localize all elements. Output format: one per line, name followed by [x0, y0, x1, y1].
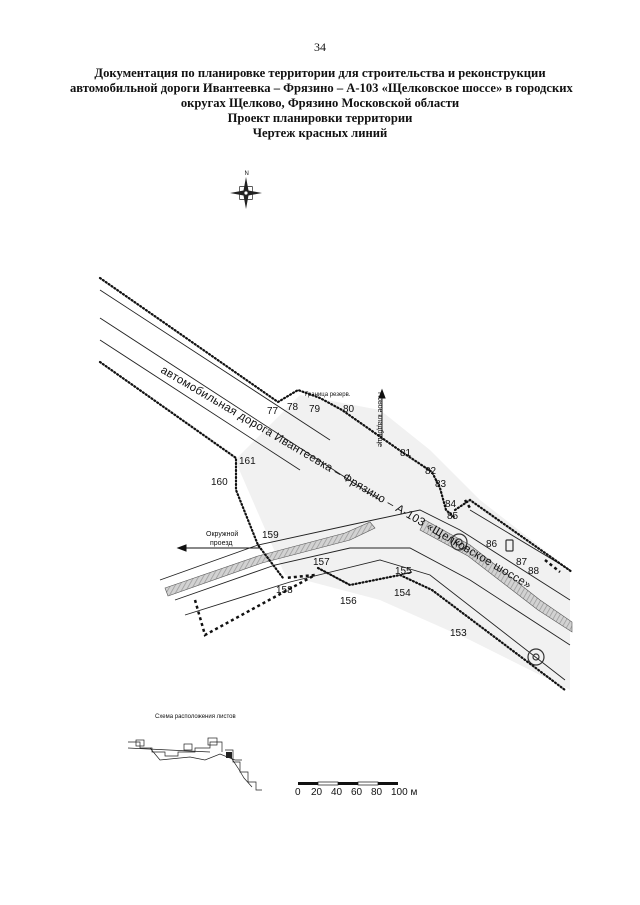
roundabout-icons: [450, 533, 545, 666]
point-158: 158: [276, 585, 293, 596]
point-83: 83: [435, 479, 447, 490]
title-line-4: Проект планировки территории: [227, 111, 413, 125]
document-title: Документация по планировке территории дл…: [70, 66, 573, 141]
point-161: 161: [239, 456, 256, 467]
scale-tick-0: 0: [295, 787, 301, 798]
title-line-2: автомобильной дороги Ивантеевка – Фрязин…: [70, 81, 573, 95]
point-78: 78: [287, 402, 299, 413]
road-edges: [99, 289, 571, 681]
point-77: 77: [267, 406, 279, 417]
ring-road-label-1: Окружной: [206, 530, 238, 538]
point-79: 79: [309, 404, 321, 415]
road-hatch-strip-east: [419, 519, 573, 633]
point-86: 86: [486, 539, 498, 550]
point-154: 154: [394, 588, 411, 599]
point-labels: 77 78 79 80 81 82 83 84 85 86 87 88 153 …: [211, 402, 540, 639]
boundary-label: Граница резерв.: [305, 392, 351, 398]
scale-tick-100: 100 м: [391, 787, 417, 798]
point-155: 155: [395, 566, 412, 577]
cemetery-label: Новое кладбище: [376, 392, 384, 447]
point-80: 80: [343, 404, 355, 415]
point-88: 88: [528, 566, 540, 577]
arrow-icon: [176, 544, 260, 552]
ring-road-label-2: проезд: [210, 540, 232, 547]
sheet-scheme-label: Схема расположения листов: [155, 714, 236, 720]
point-156: 156: [340, 596, 357, 607]
point-84: 84: [445, 499, 457, 510]
title-line-3: округах Щелково, Фрязино Московской обла…: [180, 96, 460, 110]
scale-bar: 0 20 40 60 80 100 м: [295, 781, 417, 798]
road-hatch-strip: [164, 521, 376, 597]
point-157: 157: [313, 557, 330, 568]
compass-rose-icon: N: [230, 171, 262, 209]
sheet-scheme: Схема расположения листов: [127, 714, 262, 791]
point-85: 85: [447, 511, 459, 522]
svg-text:N: N: [245, 171, 249, 177]
scale-tick-80: 80: [371, 787, 383, 798]
terrain-area: [235, 395, 570, 690]
point-82: 82: [425, 466, 437, 477]
point-159: 159: [262, 530, 279, 541]
page-number: 34: [314, 40, 326, 54]
title-line-5: Чертеж красных линий: [252, 126, 388, 140]
scale-tick-40: 40: [331, 787, 343, 798]
arrow-up-icon: [378, 388, 386, 440]
point-160: 160: [211, 477, 228, 488]
scale-tick-20: 20: [311, 787, 323, 798]
point-87: 87: [516, 557, 528, 568]
scale-tick-60: 60: [351, 787, 363, 798]
reserve-boundaries: [193, 499, 561, 637]
title-line-1: Документация по планировке территории дл…: [94, 66, 546, 80]
point-81: 81: [400, 448, 412, 459]
parcel-lines: [317, 567, 413, 586]
point-153: 153: [450, 628, 467, 639]
